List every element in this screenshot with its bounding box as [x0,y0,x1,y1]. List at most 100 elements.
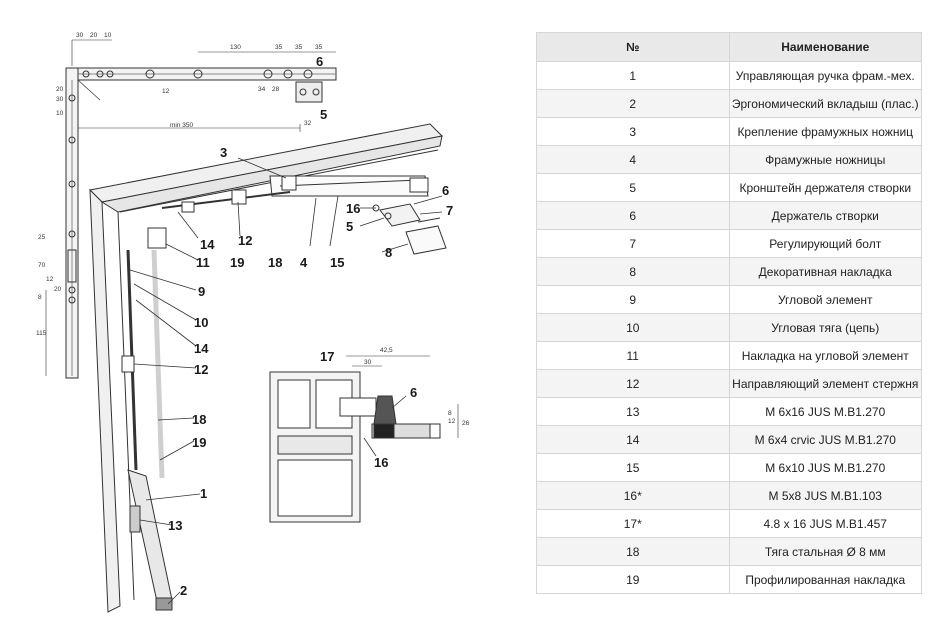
dim-sec-42: 42,5 [380,347,393,354]
callout-14: 14 [200,237,215,252]
row-name: Крепление фрамужных ножниц [728,117,922,146]
row-name: Держатель створки [728,201,922,230]
row-number: 8 [536,257,730,286]
left-rail-schematic [45,67,79,379]
row-number: 17* [536,509,730,538]
callout-1: 1 [200,486,208,501]
callout-12: 12 [238,233,253,248]
row-number: 13 [536,397,730,426]
callout-16: 16 [346,201,361,216]
row-name: Угловой элемент [728,285,922,314]
row-number: 1 [536,61,730,90]
callout-6-detail: 6 [410,385,418,400]
scissor-arm [161,175,429,213]
callout-17-detail: 17 [320,349,335,364]
callout-10: 10 [194,315,209,330]
row-number: 6 [536,201,730,230]
callout-3: 3 [220,145,228,160]
callout-5: 5 [346,219,354,234]
dim-top-10: 10 [104,32,112,39]
header-number: № [536,32,730,62]
dim-left-30: 30 [56,96,64,103]
callout-19b: 19 [192,435,207,450]
dim-left-12: 12 [46,276,54,283]
dim-sec-8: 8 [448,410,452,417]
row-name: Направляющий элемент стержня [728,369,922,398]
row-name: Кронштейн держателя створки [728,173,922,202]
callout-4: 4 [300,255,308,270]
dim-left-8: 8 [38,294,42,301]
row-name: Фрамужные ножницы [728,145,922,174]
dim-small-28: 28 [272,86,280,93]
dim-left-10: 10 [56,110,64,117]
callout-5-top: 5 [320,107,328,122]
dim-left-70: 70 [38,262,46,269]
row-name: 4.8 x 16 JUS M.B1.457 [728,509,922,538]
stay-bracket [372,203,447,255]
dim-sec-30: 30 [364,359,372,366]
dim-top-30: 30 [76,32,84,39]
row-number: 3 [536,117,730,146]
callout-13: 13 [168,518,183,533]
row-number: 19 [536,565,730,594]
row-number: 4 [536,145,730,174]
callout-2: 2 [180,583,188,598]
leader-lines [129,157,443,605]
table-header-row: № Наименование [536,32,922,62]
callout-18: 18 [268,255,283,270]
row-number: 12 [536,369,730,398]
dim-min: min 350 [170,122,194,129]
callout-16-detail: 16 [374,455,389,470]
dim-top-35b: 35 [295,44,303,51]
callout-7: 7 [446,203,454,218]
row-number: 16* [536,481,730,510]
row-name: Тяга стальная Ø 8 мм [728,537,922,566]
vertical-rod [121,227,167,479]
row-name: Регулирующий болт [728,229,922,258]
dim-small-32: 32 [304,120,312,127]
row-name: Управляющая ручка фрам.-мех. [728,61,922,90]
row-name: Накладка на угловой элемент [728,341,922,370]
callout-19: 19 [230,255,245,270]
row-name: M 5x8 JUS M.B1.103 [728,481,922,510]
callout-6: 6 [442,183,450,198]
dim-small-34: 34 [258,86,266,93]
dim-left-20: 20 [56,86,64,93]
table-row: 16*M 5x8 JUS M.B1.103 [536,481,922,510]
row-number: 9 [536,285,730,314]
dim-top-35a: 35 [275,44,283,51]
dim-top-130: 130 [230,44,241,51]
row-number: 5 [536,173,730,202]
row-number: 2 [536,89,730,118]
callout-15: 15 [330,255,345,270]
assembly-diagram: 3 6 7 16 5 8 14 12 11 19 18 4 15 9 10 14… [36,32,469,613]
handle [127,469,173,611]
dim-top-35c: 35 [315,44,323,51]
callout-12b: 12 [194,362,209,377]
dim-left-20b: 20 [54,286,62,293]
table-row: 17*4.8 x 16 JUS M.B1.457 [536,509,922,538]
row-name: M 6x16 JUS M.B1.270 [728,397,922,426]
dim-top-20: 20 [90,32,98,39]
callout-14b: 14 [194,341,209,356]
profile-section [269,355,459,523]
row-name: M 6x10 JUS M.B1.270 [728,453,922,482]
row-number: 18 [536,537,730,566]
callout-11: 11 [196,255,210,270]
row-number: 10 [536,313,730,342]
window-sash [88,123,444,613]
header-name: Наименование [728,32,922,62]
